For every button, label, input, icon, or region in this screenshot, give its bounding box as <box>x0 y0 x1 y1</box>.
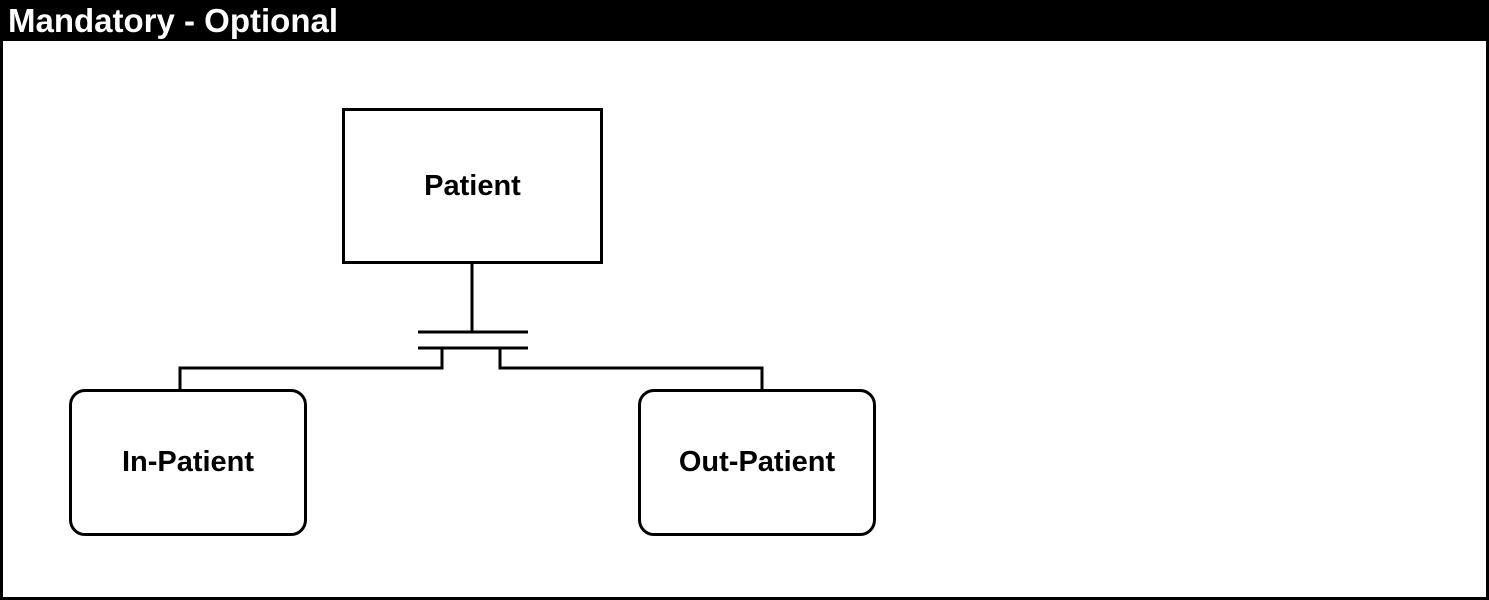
entity-label: In-Patient <box>121 446 255 478</box>
entity-out-patient: Out-Patient <box>638 389 876 536</box>
entity-label: Patient <box>424 169 521 202</box>
entity-in-patient: In-Patient <box>69 389 307 536</box>
connector-out-patient <box>498 348 764 390</box>
diagram-title: Mandatory - Optional <box>0 0 1489 41</box>
entity-label: Out-Patient <box>678 446 836 478</box>
connector-in-patient <box>178 348 444 390</box>
entity-patient: Patient <box>342 108 603 264</box>
